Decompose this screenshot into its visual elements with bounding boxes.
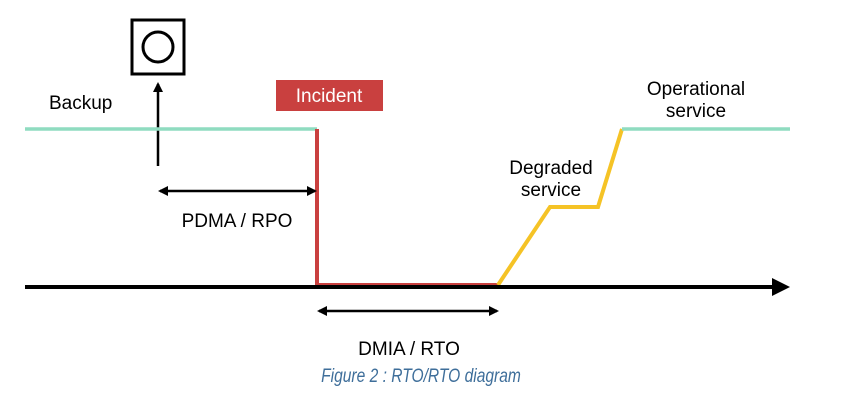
backup-label: Backup bbox=[49, 93, 112, 114]
incident-label: Incident bbox=[296, 86, 363, 107]
backup-disk-icon bbox=[130, 18, 186, 76]
incident-drop-line bbox=[315, 129, 498, 287]
rto-label: DMIA / RTO bbox=[358, 339, 460, 360]
time-axis-arrowhead bbox=[772, 278, 790, 296]
rpo-label: PDMA / RPO bbox=[182, 211, 293, 232]
operational-service-label-line2: service bbox=[666, 101, 726, 122]
operational-service-label-line1: Operational bbox=[647, 79, 745, 100]
degraded-service-line bbox=[496, 128, 624, 287]
degraded-service-label-line1: Degraded bbox=[509, 158, 592, 179]
degraded-service-label-line2: service bbox=[521, 180, 581, 201]
incident-badge bbox=[276, 80, 383, 111]
figure-caption: Figure 2 : RTO/RTO diagram bbox=[321, 366, 521, 387]
